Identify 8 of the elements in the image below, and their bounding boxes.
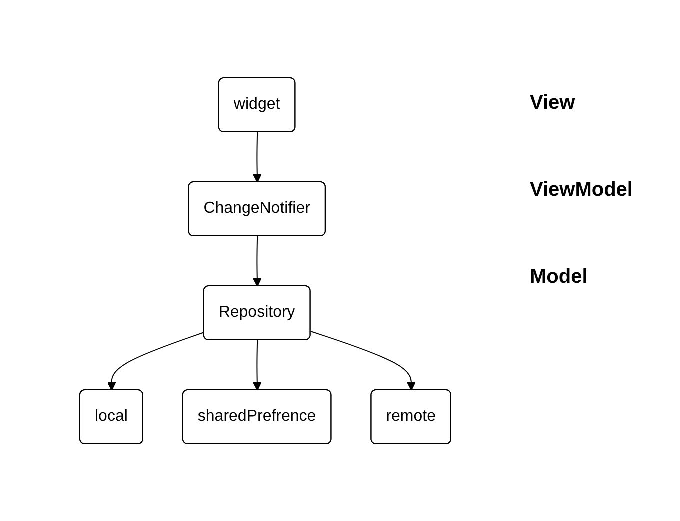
layer-label: Model (530, 266, 589, 289)
arrow (252, 236, 262, 286)
arrow (252, 132, 262, 182)
arrow (252, 340, 262, 390)
arrow (106, 332, 204, 390)
arrow (310, 330, 416, 390)
layer-label: View (530, 92, 576, 115)
layer-label: ViewModel (530, 179, 634, 202)
